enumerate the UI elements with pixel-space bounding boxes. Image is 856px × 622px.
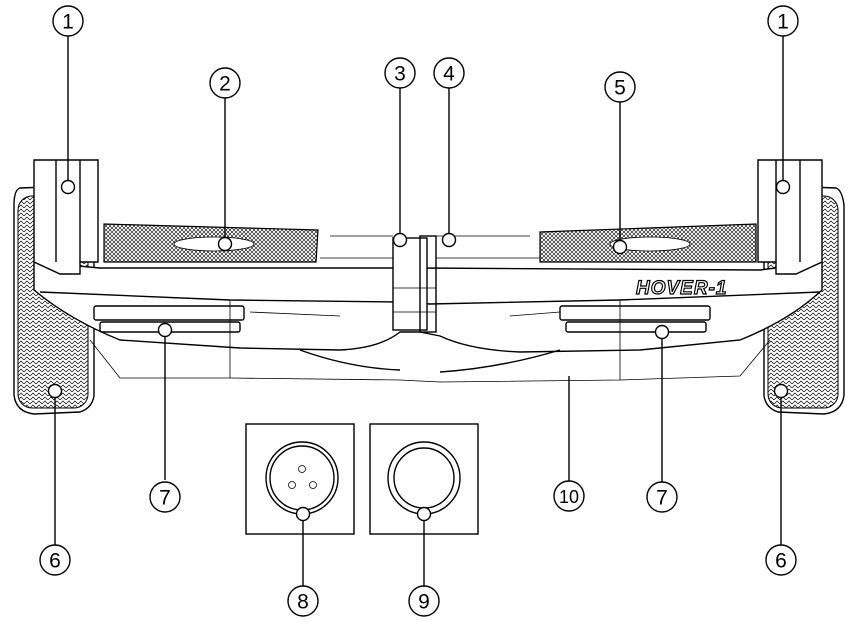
brand-logo: HOVER-1 [636,278,727,299]
callout-7-left: 7 [150,482,180,512]
callout-label: 7 [159,487,171,510]
callout-10: 10 [554,481,584,511]
callout-label: 3 [394,63,406,86]
callout-8: 8 [288,586,318,616]
callout-4: 4 [434,58,464,88]
callout-label: 9 [418,591,430,614]
callout-9: 9 [409,586,439,616]
callout-label: 6 [775,550,787,573]
callout-7-right: 7 [647,482,677,512]
callout-1-right: 1 [768,6,798,36]
callout-label: 1 [62,11,74,34]
callout-6-right: 6 [766,545,796,575]
callout-label: 7 [656,487,668,510]
left-fender [34,160,98,274]
callout-2: 2 [210,68,240,98]
callout-label: 6 [49,550,61,573]
callout-5: 5 [605,72,635,102]
callout-label: 8 [297,591,309,614]
callout-1-left: 1 [53,6,83,36]
callout-label: 5 [614,77,626,100]
callout-label: 1 [777,11,789,34]
callout-label: 10 [559,487,579,507]
callout-label: 2 [219,73,231,96]
callout-6-left: 6 [40,545,70,575]
callout-3: 3 [385,58,415,88]
callout-label: 4 [443,63,455,86]
right-fender [758,160,822,274]
